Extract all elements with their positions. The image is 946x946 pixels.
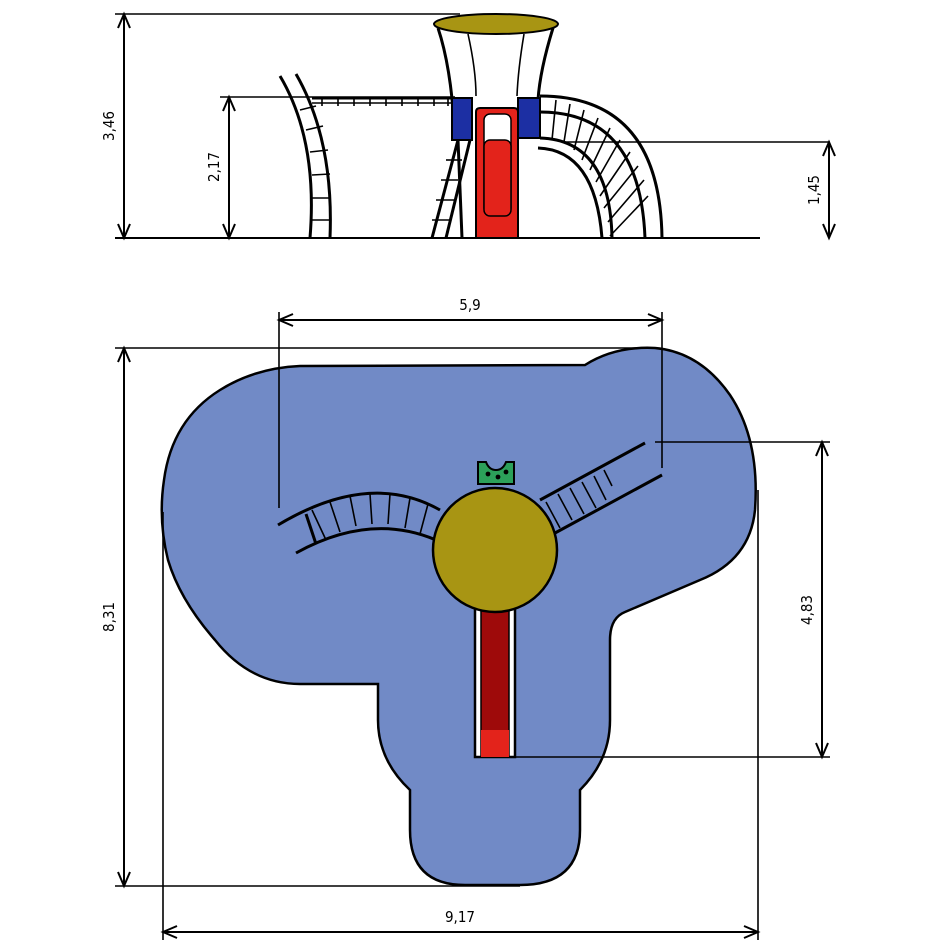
dim-label-overall-height: 3,46: [100, 111, 118, 141]
side-view: 3,46 2,17 1,45: [100, 11, 836, 241]
dim-label-arms-span: 5,9: [459, 296, 480, 314]
dim-overall-height: 3,46: [100, 11, 131, 241]
curved-ladder-plan: [277, 491, 441, 555]
safety-area: [160, 346, 757, 887]
roof-ellipse: [433, 13, 559, 35]
curved-ladder-side: [278, 73, 332, 239]
blue-panel-left: [451, 97, 473, 141]
dim-label-width: 9,17: [445, 908, 475, 926]
curved-climber-side: [537, 94, 664, 239]
dim-label-depth: 8,31: [100, 602, 118, 632]
dim-platform-height: 2,17: [205, 94, 236, 241]
green-panel: [477, 461, 515, 485]
dim-label-platform-height: 2,17: [205, 152, 223, 182]
dim-label-slide-exit-height: 1,45: [805, 175, 823, 205]
dim-label-slide-length: 4,83: [798, 595, 816, 625]
roof-plan: [431, 486, 559, 614]
horizontal-ladder-side: [312, 96, 455, 106]
slide-plan: [473, 598, 517, 759]
dim-slide-exit-height: 1,45: [805, 139, 836, 241]
dim-depth: 8,31: [100, 345, 655, 889]
straight-ladder-plan: [539, 441, 663, 535]
dim-slide-length: 4,83: [515, 439, 830, 760]
plan-view: 5,9 8,31 9,17 4,83: [100, 296, 830, 940]
dim-width: 9,17: [160, 490, 761, 940]
tower-side: [430, 13, 559, 239]
blue-panel-right: [517, 97, 541, 139]
